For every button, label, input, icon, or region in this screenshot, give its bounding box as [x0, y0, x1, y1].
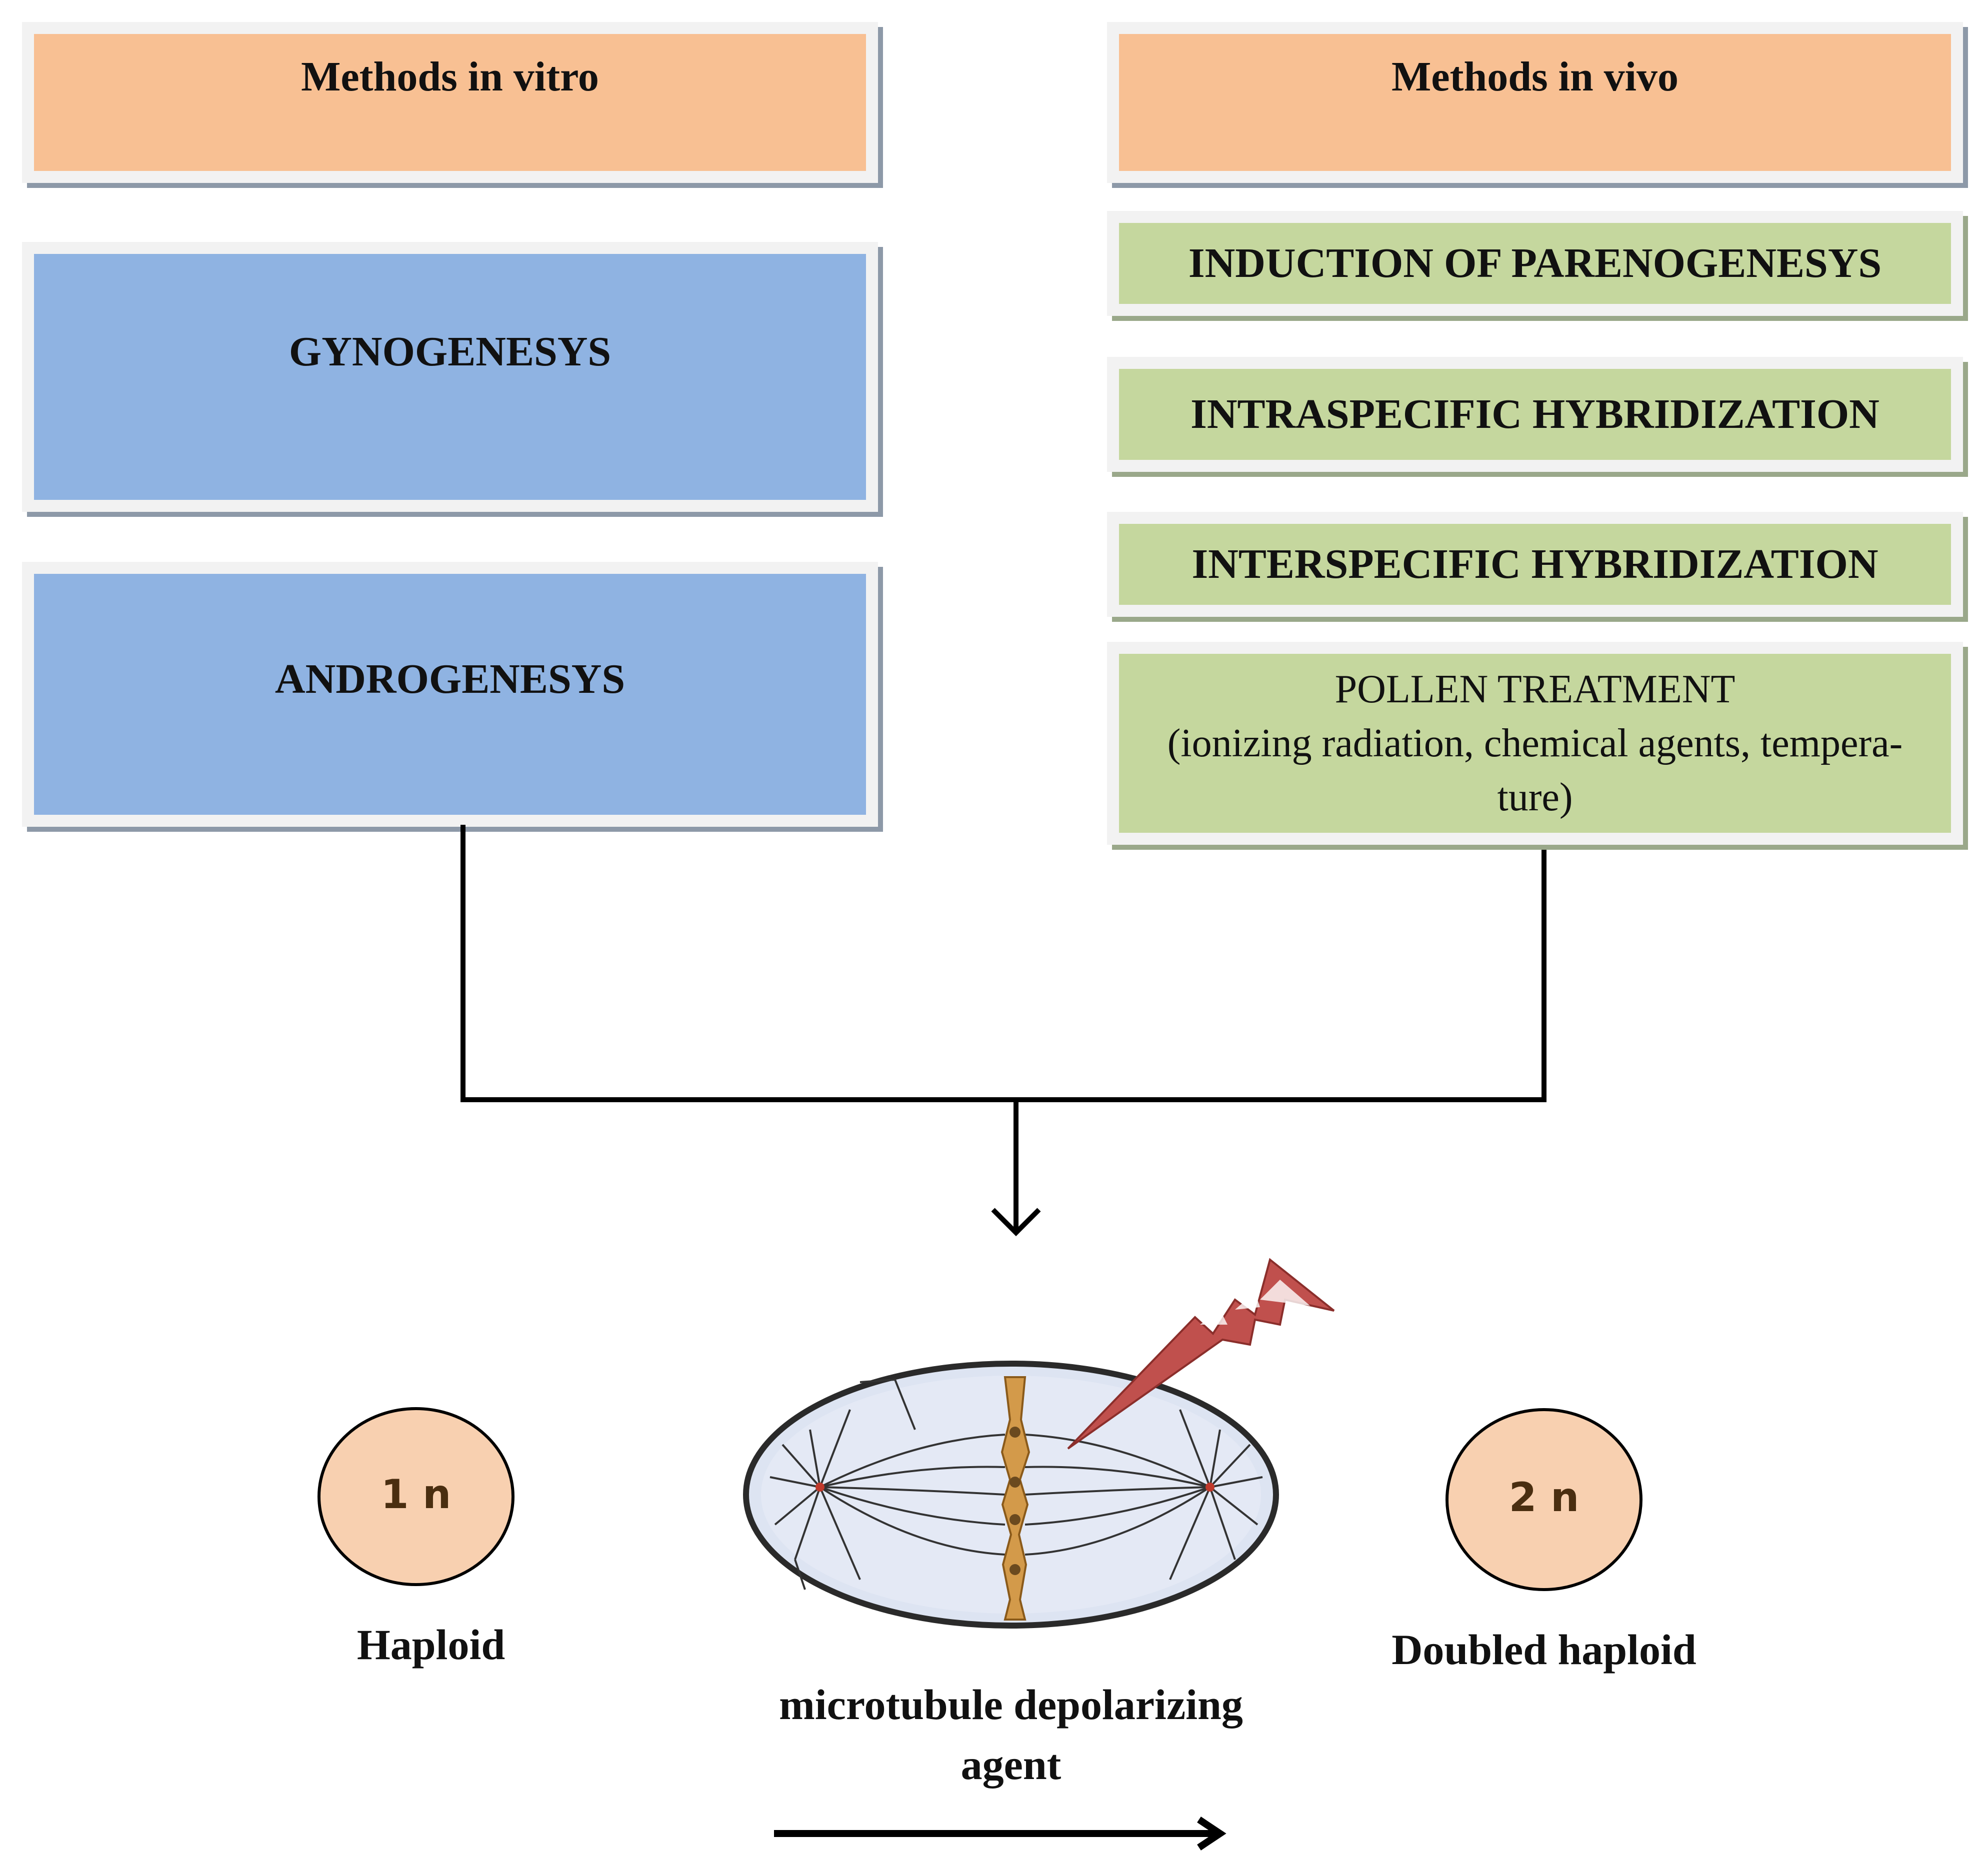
in-vitro-header: Methods in vitro	[34, 34, 866, 171]
haploid-cell	[318, 1407, 514, 1586]
doubled-symbol: 2 n	[1508, 1474, 1580, 1521]
intraspecific-box: INTRASPECIFIC HYBRIDIZATION	[1119, 369, 1951, 460]
doubled-haploid-label: Doubled haploid	[1392, 1626, 1696, 1674]
pollen-treatment-detail-1: (ionizing radiation, chemical agents, te…	[1167, 721, 1903, 765]
process-arrow	[774, 1817, 1226, 1851]
androgenesis-frame: ANDROGENESYS	[22, 562, 878, 827]
in-vivo-header-label: Methods in vivo	[1391, 53, 1679, 100]
parthenogenesis-frame: INDUCTION OF PARENOGENESYS	[1107, 211, 1963, 316]
interspecific-label: INTERSPECIFIC HYBRIDIZATION	[1192, 540, 1878, 587]
haploid-label: Haploid	[356, 1621, 506, 1669]
doubled-haploid-cell	[1446, 1408, 1642, 1591]
in-vitro-header-frame: Methods in vitro	[22, 22, 878, 183]
lightning-icon	[1067, 1258, 1335, 1450]
pollen-treatment-title: POLLEN TREATMENT	[1334, 667, 1736, 711]
gynogenesis-box: GYNOGENESYS	[34, 254, 866, 500]
intraspecific-frame: INTRASPECIFIC HYBRIDIZATION	[1107, 357, 1963, 472]
in-vitro-header-label: Methods in vitro	[301, 53, 599, 100]
androgenesis-label: ANDROGENESYS	[274, 656, 626, 702]
parthenogenesis-label: INDUCTION OF PARENOGENESYS	[1188, 239, 1882, 286]
gynogenesis-label: GYNOGENESYS	[288, 328, 612, 375]
haploid-symbol: 1 n	[380, 1471, 452, 1518]
connector-lines	[460, 825, 1546, 1237]
pollen-treatment-box: POLLEN TREATMENT (ionizing radiation, ch…	[1119, 654, 1951, 833]
interspecific-box: INTERSPECIFIC HYBRIDIZATION	[1119, 524, 1951, 605]
gynogenesis-frame: GYNOGENESYS	[22, 242, 878, 512]
agent-label-line2: agent	[960, 1741, 1062, 1789]
dividing-cell-icon	[743, 1361, 1279, 1629]
interspecific-frame: INTERSPECIFIC HYBRIDIZATION	[1107, 512, 1963, 617]
in-vivo-header: Methods in vivo	[1119, 34, 1951, 171]
parthenogenesis-box: INDUCTION OF PARENOGENESYS	[1119, 223, 1951, 304]
agent-label-line1: microtubule depolarizing	[779, 1681, 1243, 1729]
pollen-treatment-frame: POLLEN TREATMENT (ionizing radiation, ch…	[1107, 642, 1963, 845]
pollen-treatment-detail-2: ture)	[1497, 775, 1573, 819]
androgenesis-box: ANDROGENESYS	[34, 574, 866, 815]
intraspecific-label: INTRASPECIFIC HYBRIDIZATION	[1190, 390, 1880, 437]
in-vivo-header-frame: Methods in vivo	[1107, 22, 1963, 183]
